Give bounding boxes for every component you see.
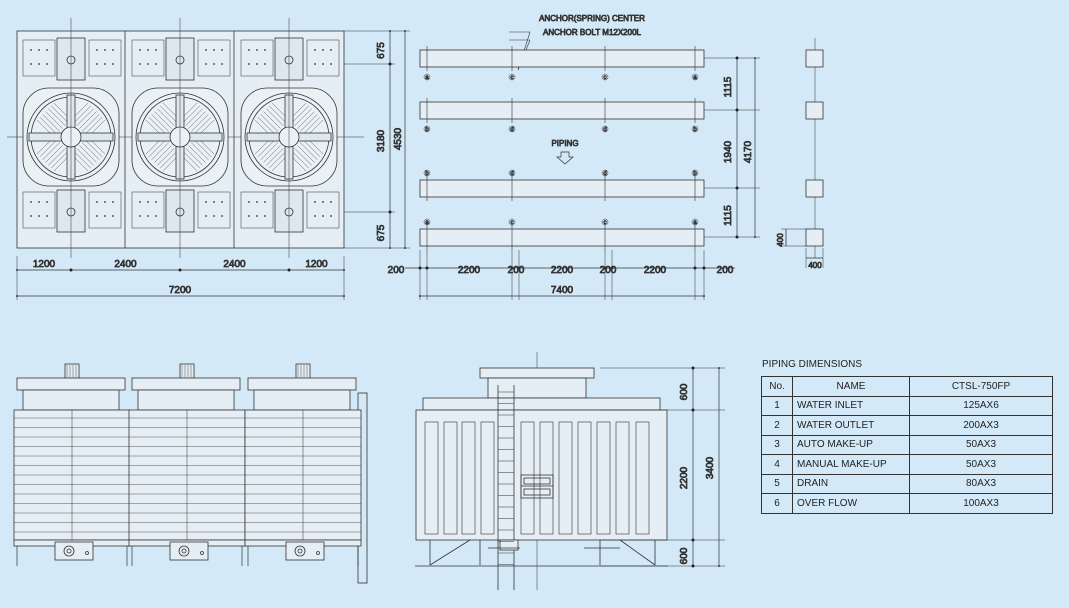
fan-unit <box>22 18 122 258</box>
anchor-bolt-label: ANCHOR BOLT M12X200L <box>543 28 642 37</box>
piping-label: PIPING <box>551 139 578 148</box>
row-name: WATER OUTLET <box>792 415 910 436</box>
bolt-letter: a <box>425 75 429 81</box>
dimension-label: 200 <box>508 265 525 276</box>
total-height-label: 4170 <box>743 140 754 163</box>
bolt-letter: b <box>425 127 429 133</box>
row-name: DRAIN <box>792 473 910 494</box>
row-no: 6 <box>761 493 793 514</box>
table-row: 5 DRAIN 80AX3 <box>761 473 1053 494</box>
dimension-label: 2400 <box>114 259 137 270</box>
table-row: 2 WATER OUTLET 200AX3 <box>761 415 1053 436</box>
dimension-label: 200 <box>388 265 405 276</box>
table-row: 6 OVER FLOW 100AX3 <box>761 493 1053 514</box>
bolt-letter: b <box>693 127 697 133</box>
dimension-label: 2200 <box>644 265 667 276</box>
bolt-letter: c <box>511 220 514 226</box>
tower-cell <box>244 363 362 566</box>
row-value: 80AX3 <box>909 473 1053 494</box>
dimension-label: 675 <box>376 224 387 241</box>
dimension-label: 1940 <box>723 140 734 163</box>
row-name: OVER FLOW <box>792 493 910 514</box>
dimension-label: 2200 <box>458 265 481 276</box>
piping-table-title: PIPING DIMENSIONS <box>762 359 863 370</box>
bolt-letter: c <box>604 75 607 81</box>
support-beam <box>419 179 705 198</box>
anchor-center-label: ANCHOR(SPRING) CENTER <box>539 14 645 23</box>
table-header-row: No. NAME CTSL-750FP <box>761 376 1053 397</box>
total-width-label: 7400 <box>551 285 574 296</box>
total-height-label: 3400 <box>705 456 716 479</box>
support-beam <box>419 101 705 120</box>
header-name: NAME <box>792 376 910 397</box>
bolt-letter: a <box>693 220 697 226</box>
support-beam <box>419 228 705 247</box>
detail-height-label: 400 <box>776 233 785 247</box>
top-plan-view: 1200 2400 2400 1200 7200 675 3180 675 4530 <box>7 18 410 300</box>
anchor-plan-view: ANCHOR(SPRING) CENTER ANCHOR BOLT M12X200… <box>387 14 760 300</box>
total-height-label: 4530 <box>393 127 404 150</box>
dimension-label: 1200 <box>33 259 56 270</box>
bolt-letter: a <box>693 75 697 81</box>
row-name: AUTO MAKE-UP <box>792 434 910 455</box>
anchor-detail-view: 400 400 <box>776 38 824 270</box>
bolt-letter: a <box>425 220 429 226</box>
dimension-label: 1115 <box>723 205 734 226</box>
dimension-label: 675 <box>376 42 387 59</box>
row-value: 50AX3 <box>909 454 1053 475</box>
row-value: 200AX3 <box>909 415 1053 436</box>
bolt-letter: d <box>603 127 606 133</box>
bolt-letter: c <box>511 75 514 81</box>
piping-arrow-icon <box>556 151 574 165</box>
header-no: No. <box>761 376 793 397</box>
table-row: 4 MANUAL MAKE-UP 50AX3 <box>761 454 1053 475</box>
bolt-letter: d <box>510 127 513 133</box>
detail-width-label: 400 <box>808 261 822 270</box>
row-value: 100AX3 <box>909 493 1053 514</box>
row-no: 2 <box>761 415 793 436</box>
tower-cell <box>128 363 246 566</box>
row-name: WATER INLET <box>792 395 910 416</box>
dimension-label: 200 <box>717 265 734 276</box>
bolt-letter: b <box>425 171 429 177</box>
dimension-label: 2400 <box>223 259 246 270</box>
dimension-label: 1115 <box>723 76 734 97</box>
dimension-label: 1200 <box>305 259 328 270</box>
side-elevation-view <box>13 363 368 584</box>
row-value: 125AX6 <box>909 395 1053 416</box>
dimension-label: 600 <box>679 383 690 400</box>
header-model: CTSL-750FP <box>909 376 1053 397</box>
dimension-label: 2200 <box>551 265 574 276</box>
row-no: 5 <box>761 473 793 494</box>
support-beam <box>419 49 705 68</box>
piping-dimensions-table: No. NAME CTSL-750FP 1 WATER INLET 125AX6… <box>761 376 1053 514</box>
row-no: 1 <box>761 395 793 416</box>
tower-cell <box>13 363 131 566</box>
row-value: 50AX3 <box>909 434 1053 455</box>
end-elevation-view: 600 2200 600 3400 <box>415 352 725 590</box>
dimension-label: 200 <box>600 265 617 276</box>
bolt-letter: c <box>604 220 607 226</box>
dimension-label: 3180 <box>376 129 387 152</box>
bolt-letter: d <box>603 171 606 177</box>
row-no: 3 <box>761 434 793 455</box>
table-row: 1 WATER INLET 125AX6 <box>761 395 1053 416</box>
fan-unit <box>240 18 340 258</box>
table-row: 3 AUTO MAKE-UP 50AX3 <box>761 434 1053 455</box>
total-width-label: 7200 <box>169 285 192 296</box>
bolt-letter: b <box>693 171 697 177</box>
bolt-letter: d <box>510 171 513 177</box>
dimension-label: 2200 <box>679 466 690 489</box>
row-no: 4 <box>761 454 793 475</box>
dimension-label: 600 <box>679 547 690 564</box>
row-name: MANUAL MAKE-UP <box>792 454 910 475</box>
fan-unit <box>131 18 231 258</box>
